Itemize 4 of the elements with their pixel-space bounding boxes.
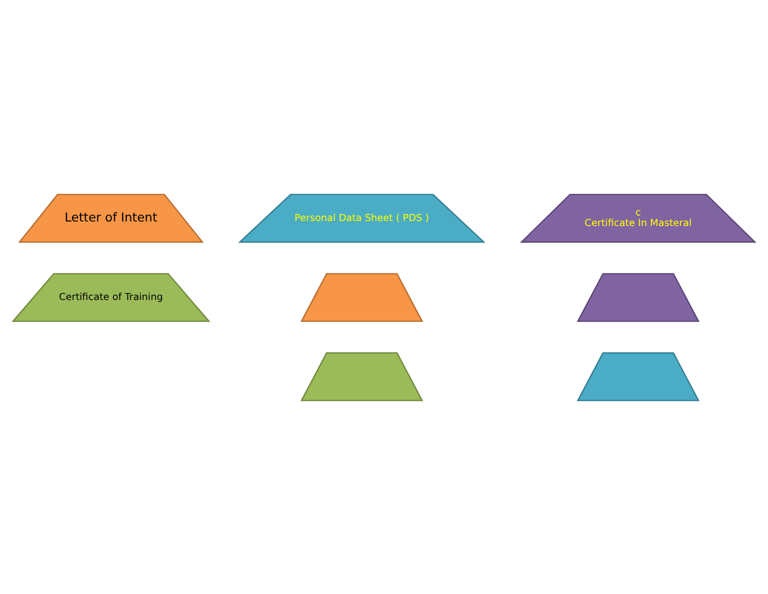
node-trapezoid bbox=[300, 352, 424, 401]
node-trapezoid bbox=[576, 352, 700, 401]
node-trapezoid bbox=[576, 272, 700, 322]
node-trapezoid bbox=[300, 272, 424, 322]
